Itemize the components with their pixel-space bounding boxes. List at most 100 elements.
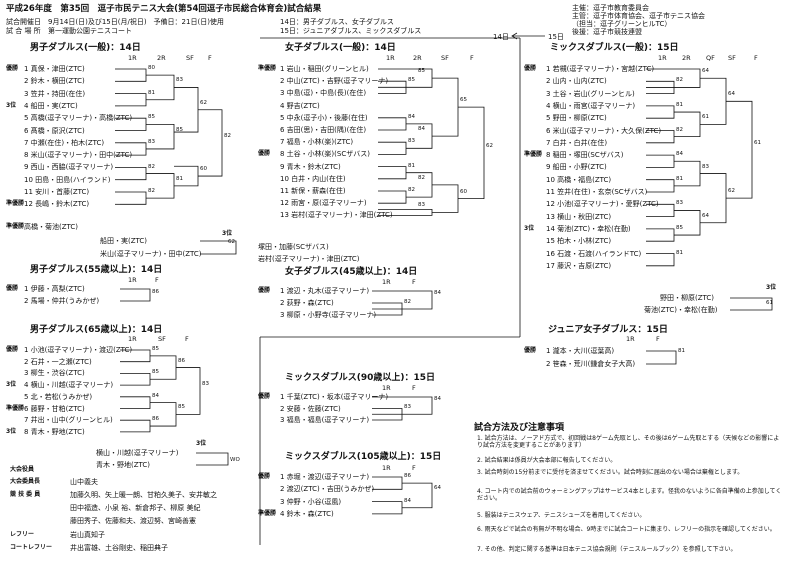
junior_girls-entry: 2 笹森・荒川(鎌倉女子大高) (546, 360, 636, 368)
mens_open-rank-mark: 3位 (6, 101, 17, 109)
sf-join (432, 77, 459, 137)
note-item: 6. 雨天などで試合の有無が不明な場合、9時までに試合コートに集まり、レフリーの… (477, 526, 776, 533)
mens_65-entry: 6 藤野・甘粕(ZTC) (24, 404, 85, 413)
round-header: 1R (382, 464, 391, 472)
mixed_open-entry: 4 横山・雨宮(逗子マリーナ) (546, 101, 636, 110)
round-header-sf: SF (441, 54, 449, 62)
mixed_90-rank-mark: 優勝 (258, 393, 271, 400)
score-r1: 83 (408, 138, 415, 145)
note-item: 2. 試合結果は係員が大会本部に報告してください。 (477, 457, 617, 464)
mixed_open-entry: 7 白井・白井(在住) (546, 138, 608, 147)
notes-title: 試合方法及び注意事項 (474, 423, 565, 433)
score-r1: 86 (152, 416, 159, 423)
mens_65-entry: 2 石井・一之瀬(ZTC) (24, 357, 92, 366)
score-final: 64 (434, 485, 441, 492)
mixed_105-entry: 1 赤堀・渡辺(逗子マリーナ) (280, 473, 370, 481)
mens_open-entry: 2 鈴木・横田(ZTC) (24, 77, 85, 86)
mixed_90-entry: 3 福島・福島(逗子マリーナ) (280, 416, 370, 424)
score-sf: 64 (728, 91, 735, 98)
qf-join (674, 160, 701, 187)
round-header-qf: QF (706, 54, 715, 62)
mixed_open-entry: 9 船田・小野(ZTC) (546, 163, 607, 172)
womens_open-entry: 6 吉田(思)・吉田(隅)(在住) (280, 126, 367, 134)
mens_open-entry: 5 高橋(逗子マリーナ)・高橋(ZTC) (24, 114, 133, 123)
womens_open-rank-mark: 優勝 (258, 150, 271, 158)
mens_open-entry: 7 中瀬(在住)・柏木(ZTC) (24, 138, 105, 147)
r1-join (372, 476, 403, 490)
score-qf: 83 (702, 163, 709, 170)
mixed_open-entry: 12 小池(逗子マリーナ)・愛野(ZTC) (546, 200, 659, 209)
official-value: 岩山真知子 (70, 531, 105, 539)
score-r2: 85 (176, 126, 183, 133)
mixed_90-entry: 2 安藤・佐藤(ZTC) (280, 404, 341, 413)
score-sf: 85 (178, 404, 185, 411)
mens_65-entry: 1 小池(逗子マリーナ)・渡辺(ZTC) (24, 346, 133, 354)
mixed_open-entry: 11 笠井(在住)・玄奈(SCザバス) (546, 188, 648, 196)
r1-join (372, 408, 403, 421)
section-title-womens-45: 女子ダブルス(45歳以上)：14日 (285, 267, 418, 277)
mixed_105-entry: 2 渡辺(ZTC)・吉田(うみかぜ) (280, 485, 375, 494)
mixed_open-rank-mark: 3位 (524, 224, 535, 232)
r1-join (120, 166, 147, 181)
womens_open-entry: 2 中山(ZTC)・吉野(逗子マリーナ) (280, 77, 389, 86)
score-r1: 85 (152, 345, 159, 352)
round-header-sf: SF (728, 54, 736, 62)
mixed_open-entry: 1 若槻(逗子マリーナ)・宮越(ZTC) (546, 65, 655, 73)
note-item: 4. コート内での試合前のウォーミングアップはサービス4本とします。怪我のないよ… (477, 488, 782, 502)
junior_girls-entry: 1 瀧本・大川(逗葉高) (546, 347, 615, 355)
section-title-mens-65: 男子ダブルス(65歳以上)：14日 (30, 325, 163, 335)
score-r1: 82 (676, 126, 683, 133)
womens_open-rank-mark: 準優勝 (258, 65, 277, 72)
womens_open-entry: 9 青木・鈴木(ZTC) (280, 162, 341, 171)
round-header-sf: SF (186, 54, 194, 62)
score-qf: 64 (702, 68, 709, 75)
score-r1: 82 (148, 188, 155, 195)
score-r1: 81 (676, 175, 683, 182)
schedule-day15: 15日：ジュニアダブルス、ミックスダブルス (280, 27, 422, 35)
score-r1: 81 (676, 249, 683, 256)
score-final: 86 (152, 289, 159, 295)
section-title-mens-open: 男子ダブルス(一般)：14日 (30, 43, 141, 53)
mixed_open-entry: 13 横山・秋田(ZTC) (546, 212, 612, 221)
round-header: 1R (382, 278, 391, 286)
round-header-f: F (470, 54, 474, 62)
official-value: 藤田秀子、佐藤和夫、渡辺努、宮崎善憲 (70, 517, 196, 525)
mixed_open-entry: 5 野田・柳原(ZTC) (546, 114, 607, 123)
round-header-r2: 2R (157, 54, 166, 62)
note-item: 1. 試合方法は、ノーアド方式で、初回戦は8ゲーム先取とし、その後は6ゲーム先取… (477, 435, 780, 449)
score-r1: 85 (676, 225, 683, 232)
r1-join (378, 141, 407, 155)
organizer-line: 主催：逗子市教育委員会 (572, 4, 649, 12)
round-header: F (412, 464, 416, 472)
round-header: F (412, 384, 416, 392)
official-value: 田中福造、小泉 裕、新倉邦子、柳原 美紀 (70, 504, 201, 512)
r1-join (120, 372, 151, 386)
score-r1: 82 (676, 77, 683, 84)
score-r2: 85 (418, 68, 425, 75)
r1-join (120, 419, 151, 433)
round-header: 1R (626, 335, 635, 343)
score-r2: 83 (176, 77, 183, 84)
r1-join (646, 80, 675, 94)
official-value: 山中義夫 (70, 478, 98, 486)
third-entry: 横山・川越(逗子マリーナ) (96, 449, 179, 457)
score-qf: 64 (702, 212, 709, 219)
page-title: 平成26年度 第35回 逗子市民テニス大会(第54回逗子市民総合体育会)試合結果 (6, 4, 322, 14)
mens_65-rank-mark: 準優勝 (6, 404, 25, 412)
score-r1: 84 (404, 497, 411, 504)
round-header: 1R (128, 276, 137, 284)
score-r2: 82 (418, 174, 425, 181)
mens-open-runner-side: 高橋・菊池(ZTC) (24, 223, 79, 231)
mens_open-entry: 9 西山・西脇(逗子マリーナ) (24, 163, 114, 172)
score-r1: 82 (148, 163, 155, 170)
score-qf: 61 (702, 114, 709, 121)
round-header-r1: 1R (128, 335, 137, 343)
official-label: 大会委員長 (10, 478, 41, 485)
score-final: 62 (486, 142, 493, 149)
sf-join (150, 355, 177, 380)
note-item: 7. その他、判定に関する基準は日本テニス協会規則（テニスルールブック）を参照し… (477, 546, 737, 553)
mens_65-entry: 8 青木・野地(ZTC) (24, 427, 85, 436)
score-third: WO (230, 457, 240, 463)
r1-join (646, 179, 675, 193)
